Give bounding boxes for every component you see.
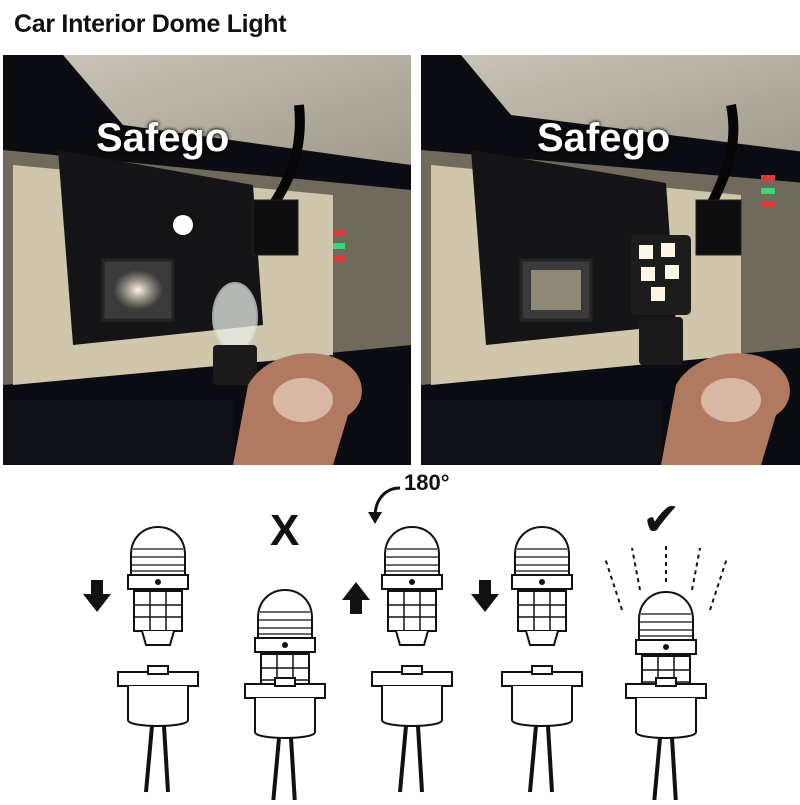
step-3-rotate-push-up: [341, 486, 454, 794]
page-title: Car Interior Dome Light: [14, 10, 287, 38]
watermark-left: Safego: [96, 116, 230, 160]
step-5-correct: ✔: [604, 492, 728, 805]
photo-led-install: [421, 55, 800, 465]
rotation-label: 180°: [404, 470, 450, 495]
check-mark: ✔: [642, 492, 681, 546]
photo-incandescent-install: [3, 55, 411, 465]
step-4-push-down: [470, 526, 584, 794]
step-2-wrong: X: [243, 506, 327, 805]
installation-diagram: X ✔: [0, 470, 800, 805]
wrong-mark: X: [270, 506, 299, 555]
watermark-right: Safego: [537, 116, 671, 160]
step-1-push-down: [82, 526, 200, 794]
